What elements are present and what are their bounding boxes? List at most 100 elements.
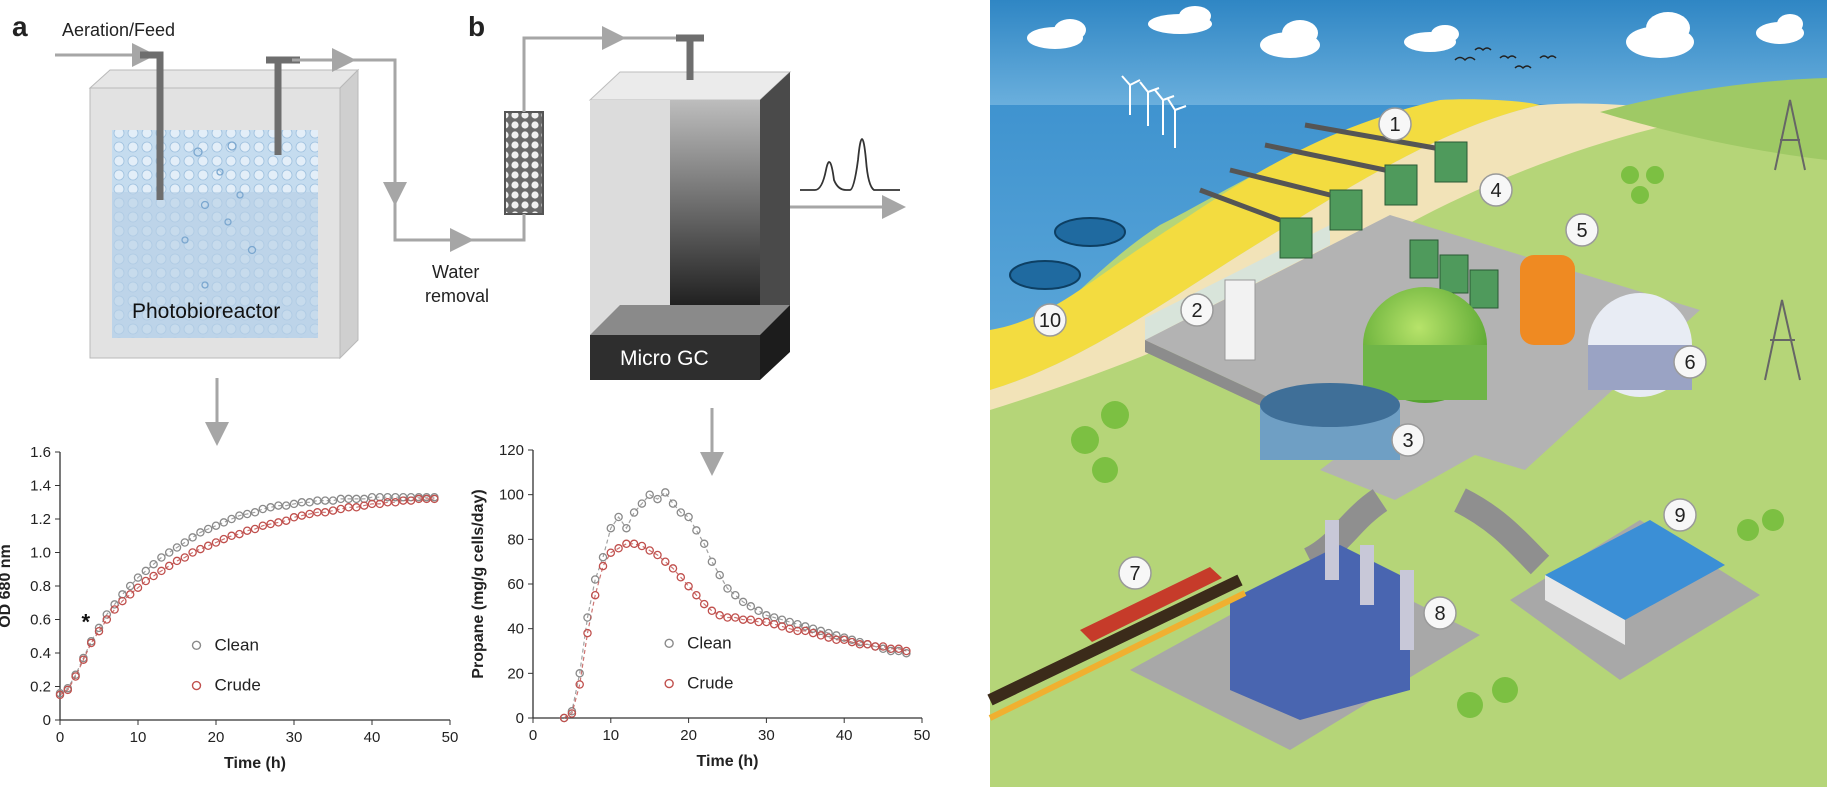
data-point (777, 622, 787, 631)
orange-reactor (1520, 255, 1575, 345)
reactor-label: Photobioreactor (132, 300, 280, 323)
badge-circle (1565, 213, 1599, 247)
gc-base (590, 335, 760, 380)
badge-circle (1180, 293, 1214, 327)
reactor-headspace (112, 130, 318, 192)
badge-number: 3 (1402, 430, 1413, 452)
birds (1454, 47, 1557, 70)
data-point (590, 575, 600, 584)
data-point (196, 544, 205, 554)
culture-bubbles (181, 141, 257, 289)
data-point (110, 600, 119, 609)
data-point (211, 521, 221, 530)
data-point (832, 631, 841, 640)
data-point (614, 512, 623, 522)
data-point (250, 508, 260, 517)
data-point (203, 524, 213, 534)
gc-base-top (590, 305, 790, 335)
data-point (102, 610, 112, 619)
fit-line (563, 543, 907, 719)
data-point (824, 628, 833, 638)
y-tick-label: 0.8 (30, 578, 51, 595)
wind-turbines (1121, 75, 1187, 148)
data-point (297, 511, 307, 520)
badge-circle (1378, 107, 1412, 141)
data-point (125, 581, 135, 591)
data-point (102, 615, 112, 624)
data-point (391, 498, 400, 507)
data-point (219, 534, 229, 544)
data-point (668, 499, 678, 508)
feed-label: Aeration/Feed (62, 20, 175, 40)
series-crude (55, 494, 439, 700)
x-tick-label: 20 (680, 727, 697, 744)
data-point (227, 514, 236, 524)
data-point (637, 499, 647, 508)
data-point (133, 573, 143, 582)
data-point (684, 581, 693, 591)
data-point (242, 509, 252, 519)
chromatogram (800, 138, 900, 191)
data-point (575, 669, 584, 678)
badge-number: 7 (1129, 563, 1140, 585)
badge-circle (1118, 556, 1152, 590)
badge-number: 5 (1576, 220, 1587, 242)
data-point (94, 623, 104, 633)
legend-label: Clean (215, 635, 259, 654)
data-point (172, 556, 182, 566)
factory-chimney-3 (1400, 570, 1414, 650)
storage-tank-top (1260, 383, 1400, 427)
badge-circle (1663, 498, 1697, 532)
badge-circle (1423, 596, 1457, 630)
data-point (55, 690, 65, 700)
badge-number: 8 (1434, 603, 1445, 625)
data-point (203, 541, 213, 551)
data-point (141, 576, 151, 586)
x-tick-label: 30 (286, 729, 303, 746)
data-point (250, 524, 260, 534)
badge-number: 2 (1191, 300, 1202, 322)
beach (990, 99, 1540, 391)
data-point (289, 499, 299, 509)
data-point (375, 499, 385, 509)
y-tick-label: 120 (499, 442, 524, 459)
x-tick-label: 10 (130, 729, 147, 746)
reactor-side (339, 68, 359, 360)
data-point (149, 571, 158, 581)
data-point (430, 494, 439, 504)
data-point (801, 626, 810, 636)
data-point (235, 529, 244, 539)
panel-rows (1279, 141, 1499, 309)
white-column (1224, 279, 1256, 361)
data-point (328, 506, 338, 515)
y-tick-label: 0 (516, 710, 524, 727)
data-point (71, 672, 80, 681)
x-tick-label: 40 (836, 727, 853, 744)
data-point (692, 526, 701, 535)
badge-circle (1673, 345, 1707, 379)
data-point (567, 709, 577, 718)
trap-line (470, 36, 680, 242)
badge-circle (1391, 423, 1425, 457)
data-point (731, 613, 740, 622)
data-point (715, 611, 724, 620)
data-point (894, 644, 903, 654)
data-point (769, 619, 779, 629)
data-point (188, 533, 197, 542)
data-point (661, 557, 670, 566)
data-point (242, 526, 252, 535)
data-point (406, 496, 416, 505)
data-point (731, 590, 740, 600)
data-point (629, 508, 639, 517)
series-clean (559, 488, 911, 723)
data-point (863, 640, 872, 649)
legend-label: Crude (687, 674, 733, 693)
data-point (63, 685, 73, 695)
y-axis-label: OD 680 nm (0, 544, 14, 628)
x-axis-label: Time (h) (697, 753, 759, 770)
data-point (878, 642, 888, 651)
data-point (219, 518, 229, 527)
series-crude (559, 539, 911, 723)
